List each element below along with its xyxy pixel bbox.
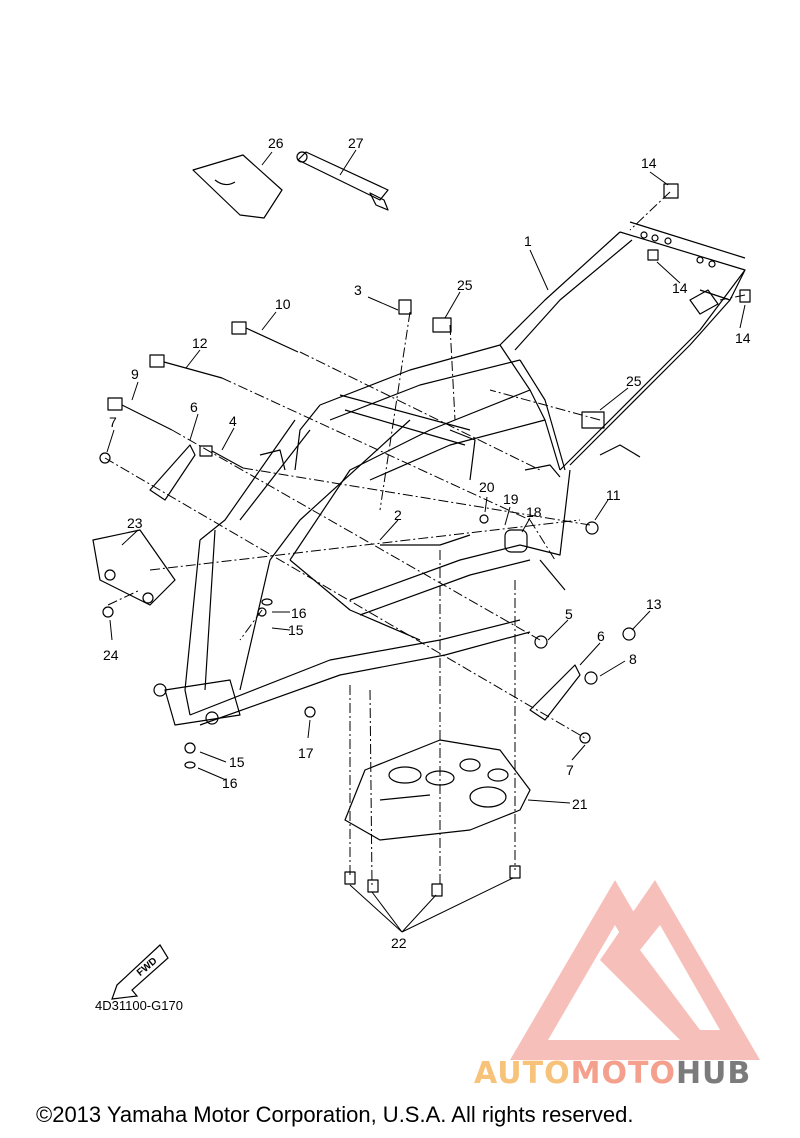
part-21-skid-plate (344, 739, 531, 841)
callout-3: 3 (354, 282, 362, 298)
bolt-9 (107, 397, 173, 431)
callout-23: 23 (127, 515, 143, 531)
bolt-10 (231, 321, 299, 353)
watermark-auto: AUTO (474, 1056, 571, 1091)
callout-16a: 16 (291, 605, 307, 621)
callout-18: 18 (526, 504, 542, 520)
callout-9: 9 (131, 366, 139, 382)
bolt-4 (199, 445, 244, 469)
callout-leaders (106, 149, 746, 933)
leader-lines (104, 191, 746, 886)
bolt-12 (149, 354, 223, 379)
callout-4: 4 (229, 413, 237, 429)
callout-25b: 25 (626, 373, 642, 389)
part-23-mount (92, 529, 176, 606)
callout-19: 19 (503, 491, 519, 507)
callout-17: 17 (298, 745, 314, 761)
callout-25a: 25 (457, 277, 473, 293)
part-27-tool (296, 151, 389, 211)
callout-6a: 6 (190, 399, 198, 415)
callout-21: 21 (572, 796, 588, 812)
callout-16b: 16 (222, 775, 238, 791)
part-code: 4D31100-G170 (95, 998, 183, 1013)
callout-8: 8 (629, 651, 637, 667)
callout-24: 24 (103, 647, 119, 663)
callout-20: 20 (479, 479, 495, 495)
watermark-logo (510, 880, 760, 1060)
callout-26: 26 (268, 135, 284, 151)
watermark-hub: HUB (675, 1056, 752, 1091)
callout-7a: 7 (109, 414, 117, 430)
callout-12: 12 (192, 335, 208, 351)
callout-11: 11 (606, 487, 621, 503)
callout-27: 27 (348, 135, 364, 151)
callout-13: 13 (646, 596, 662, 612)
main-frame (153, 221, 746, 726)
callout-14c: 14 (735, 330, 751, 346)
callout-1: 1 (524, 233, 532, 249)
callout-14b: 14 (672, 280, 688, 296)
rear-plate (640, 231, 716, 268)
callout-14a: 14 (641, 155, 657, 171)
callout-5a: 5 (565, 606, 573, 622)
fwd-arrow-icon: FWD (111, 944, 169, 1000)
watermark-moto: MOTO (570, 1056, 676, 1091)
callout-22: 22 (391, 935, 407, 951)
callout-10: 10 (275, 296, 291, 312)
callout-7b: 7 (566, 762, 574, 778)
watermark-text: AUTOMOTOHUB (474, 1056, 751, 1091)
callout-15b: 15 (229, 754, 245, 770)
callout-15a: 15 (288, 622, 304, 638)
small-parts (99, 183, 751, 897)
part-26-pouch (192, 154, 283, 219)
copyright: ©2013 Yamaha Motor Corporation, U.S.A. A… (36, 1102, 634, 1127)
callout-2: 2 (394, 507, 402, 523)
callout-6b: 6 (597, 628, 605, 644)
